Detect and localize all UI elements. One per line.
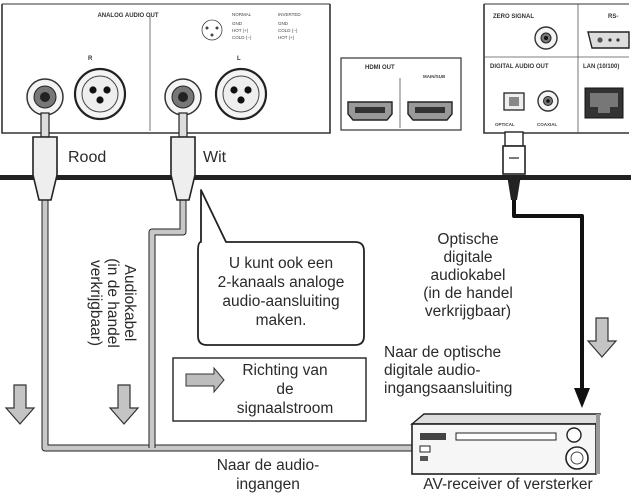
- pin3-inverted: HOT (+): [278, 35, 295, 40]
- to-audio-inputs-line-2: ingangen: [236, 476, 300, 493]
- callout-line-2: 2-kanaals analoge: [218, 274, 345, 291]
- zero-signal-jack: [534, 26, 558, 50]
- rs-label: RS-: [608, 14, 618, 20]
- channel-r-label: R: [88, 56, 93, 62]
- coaxial-jack: [537, 90, 559, 112]
- rs232-port: [587, 31, 630, 49]
- rca-jack-red: [26, 78, 64, 116]
- svg-text:signaalstroom: signaalstroom: [237, 400, 334, 417]
- svg-text:Richting van: Richting van: [242, 362, 327, 379]
- normal-label: NORMAL: [232, 12, 252, 17]
- digital-panel: ZERO SIGNAL RS- DIGITAL AUDIO OUT OPTICA…: [483, 3, 630, 134]
- callout-line-1: U kunt ook een: [229, 255, 333, 272]
- to-optical-input-label: Naar de optische digitale audio- ingangs…: [384, 344, 512, 397]
- svg-text:verkrijgbaar): verkrijgbaar): [87, 260, 104, 346]
- rca-jack-white: [164, 78, 202, 116]
- callout-line-3: audio-aansluiting: [222, 293, 339, 310]
- rood-label: Rood: [68, 149, 106, 166]
- lan-port: [584, 87, 624, 119]
- audio-cable-white: [148, 112, 196, 448]
- svg-text:ingangsaansluiting: ingangsaansluiting: [384, 380, 512, 397]
- signal-flow-legend: Richting van de signaalstroom: [172, 357, 367, 422]
- av-receiver-icon: [410, 413, 602, 475]
- svg-text:verkrijgbaar): verkrijgbaar): [425, 303, 511, 320]
- svg-text:audiokabel: audiokabel: [431, 267, 506, 284]
- hdmi-out-panel: HDMI OUT MAIN/SUB: [340, 57, 462, 131]
- analog-audio-out-label: ANALOG AUDIO OUT: [97, 13, 158, 19]
- channel-l-label: L: [237, 56, 241, 62]
- optical-cable-label: Optische digitale audiokabel (in de hand…: [423, 231, 513, 320]
- to-audio-inputs-line-1: Naar de audio-: [217, 457, 320, 474]
- inverted-label: INVERTED: [278, 12, 301, 17]
- flow-arrow-icon-middle: [108, 384, 140, 425]
- hdmi-port-main: [347, 101, 393, 121]
- svg-text:Naar de optische: Naar de optische: [384, 344, 501, 361]
- optical-label: OPTICAL: [495, 122, 515, 127]
- callout-bubble: U kunt ook een 2-kanaals analoge audio-a…: [197, 189, 365, 346]
- shelf-line: [0, 175, 631, 180]
- pin1-inverted: GND: [278, 21, 289, 26]
- audio-cable-red: [32, 112, 420, 452]
- pin1-normal: GND: [232, 21, 243, 26]
- svg-text:(in de handel: (in de handel: [104, 258, 121, 348]
- legend-arrow-icon: [185, 366, 225, 394]
- audiokabel-label: Audiokabel (in de handel verkrijgbaar): [87, 258, 138, 348]
- zero-signal-label: ZERO SIGNAL: [493, 14, 534, 20]
- svg-text:Audiokabel: Audiokabel: [121, 265, 138, 342]
- optical-cable: [502, 131, 590, 408]
- callout-line-4: maken.: [256, 312, 307, 329]
- lan-label: LAN (10/100): [583, 64, 619, 70]
- xlr-jack-r: [73, 67, 127, 121]
- svg-text:Optische: Optische: [437, 231, 498, 248]
- svg-text:digitale audio-: digitale audio-: [384, 362, 481, 379]
- flow-arrow-icon-right: [586, 317, 618, 358]
- xlr-pin-diagram: [201, 19, 223, 41]
- wit-label: Wit: [203, 149, 227, 166]
- hdmi-port-sub: [407, 101, 453, 121]
- analog-audio-out-panel: ANALOG AUDIO OUT NORMAL INVERTED GND HOT…: [1, 3, 331, 134]
- pin3-normal: COLD (−): [232, 35, 252, 40]
- hdmi-out-label: HDMI OUT: [365, 65, 395, 71]
- flow-arrow-icon-left: [4, 384, 36, 425]
- digital-audio-out-label: DIGITAL AUDIO OUT: [490, 64, 549, 70]
- svg-text:(in de handel: (in de handel: [423, 285, 513, 302]
- svg-text:de: de: [276, 381, 293, 398]
- xlr-jack-l: [214, 67, 268, 121]
- pin2-inverted: COLD (−): [278, 28, 298, 33]
- coaxial-label: COAXIAL: [537, 122, 558, 127]
- optical-jack: [503, 92, 525, 111]
- main-sub-label: MAIN/SUB: [423, 74, 446, 79]
- receiver-label: AV-receiver of versterker: [423, 476, 592, 493]
- svg-text:digitale: digitale: [443, 249, 492, 266]
- pin2-normal: HOT (+): [232, 28, 249, 33]
